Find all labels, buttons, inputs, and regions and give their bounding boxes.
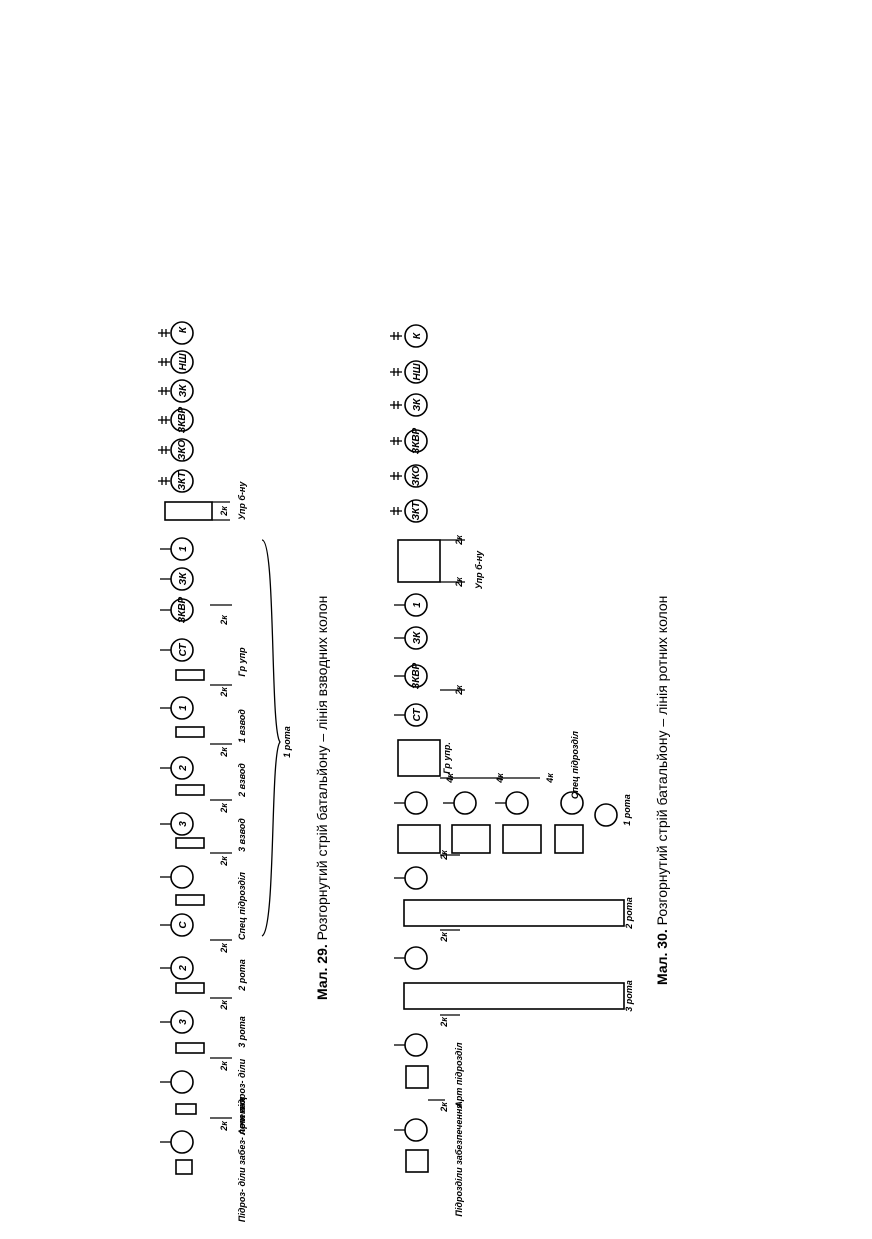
- fig30-command-vehicles: К НШ ЗК ЗКВР ЗКО: [390, 324, 428, 523]
- label-vzvod3: 3 взвод: [237, 818, 247, 852]
- fig29-platoon-circles: 1 ЗК ЗКВР СТ 1 2 3 С 2 3: [160, 537, 194, 1154]
- fig29-spacing-marks: 2к 2к 2к 2к 2к 2к 2к 2к 2к: [210, 604, 232, 1132]
- svg-text:2к: 2к: [439, 932, 449, 943]
- svg-text:2к: 2к: [454, 577, 464, 588]
- svg-text:СТ: СТ: [412, 708, 423, 722]
- svg-text:ЗКВР: ЗКВР: [177, 596, 188, 623]
- svg-text:СТ: СТ: [178, 643, 189, 657]
- svg-text:ЗКТ: ЗКТ: [177, 471, 188, 491]
- svg-text:2к: 2к: [219, 803, 229, 814]
- label-gr-upr: Гр упр: [237, 647, 247, 677]
- svg-text:2к: 2к: [439, 850, 449, 861]
- svg-text:2к: 2к: [219, 1000, 229, 1011]
- fig30-upr-unit: 2к 2к Упр б-ну: [397, 535, 484, 589]
- svg-text:2к: 2к: [219, 856, 229, 867]
- svg-text:1: 1: [178, 546, 189, 552]
- svg-text:Підрозділи забезпечення: Підрозділи забезпечення: [454, 1103, 464, 1217]
- label-rota2: 2 рота: [237, 959, 247, 992]
- vehicle-zko: ЗКО: [158, 438, 194, 462]
- svg-text:ЗКО: ЗКО: [411, 466, 422, 486]
- label-rota1: 1 рота: [282, 726, 292, 758]
- svg-text:2: 2: [178, 965, 189, 972]
- svg-text:4к: 4к: [495, 773, 505, 784]
- svg-text:2к: 2к: [454, 535, 464, 546]
- label-zabezp: Підроз- діли забез- печення: [237, 1097, 247, 1222]
- svg-text:3: 3: [178, 821, 189, 827]
- vehicle-zkvr: ЗКВР: [390, 427, 428, 454]
- svg-text:НШ: НШ: [178, 353, 189, 370]
- svg-text:К: К: [412, 332, 423, 339]
- svg-text:Арт підрозділ: Арт підрозділ: [454, 1042, 464, 1109]
- svg-text:2к: 2к: [219, 1061, 229, 1072]
- svg-text:2к: 2к: [439, 1102, 449, 1113]
- fig29-brace: [261, 539, 281, 937]
- svg-text:ЗК: ЗК: [178, 572, 189, 585]
- svg-text:4к: 4к: [445, 773, 455, 784]
- label-vzvod2: 2 взвод: [237, 763, 247, 798]
- svg-text:ЗК: ЗК: [412, 398, 423, 411]
- svg-text:2к: 2к: [219, 687, 229, 698]
- svg-text:ЗК: ЗК: [412, 631, 423, 644]
- svg-text:ЗК: ЗК: [178, 384, 189, 397]
- svg-text:3: 3: [178, 1019, 189, 1025]
- svg-text:ЗКВР: ЗКВР: [411, 662, 422, 689]
- svg-text:Спец підрозділ: Спец підрозділ: [570, 731, 580, 799]
- svg-text:2: 2: [178, 765, 189, 772]
- vehicle-k: К: [390, 324, 428, 348]
- label-art: Арт підроз- діли: [237, 1058, 247, 1136]
- svg-text:2к: 2к: [219, 747, 229, 758]
- label-vzvod1: 1 взвод: [237, 709, 247, 743]
- svg-text:ЗКВР: ЗКВР: [411, 427, 422, 454]
- svg-text:НШ: НШ: [412, 363, 423, 380]
- vehicle-zk: ЗК: [158, 379, 194, 403]
- vehicle-zkvr: ЗКВР: [158, 406, 194, 433]
- vehicle-nsh: НШ: [390, 360, 428, 384]
- vehicle-zko: ЗКО: [390, 464, 428, 488]
- fig29-caption: Мал. 29. Розгорнутий стрій батальйону – …: [314, 596, 330, 1000]
- fig30-art-unit: Арт підрозділ 2к: [394, 1033, 464, 1113]
- svg-text:2к: 2к: [219, 1121, 229, 1132]
- fig30-company1: Гр упр. 4к 4к 4к Спец підрозділ 1 рота 2…: [394, 731, 632, 861]
- svg-text:1: 1: [178, 705, 189, 711]
- fig29-command-vehicles: К НШ ЗК ЗКВР ЗКО: [158, 321, 194, 493]
- svg-text:Гр упр.: Гр упр.: [442, 742, 452, 774]
- label-spec: Спец підрозділ: [237, 872, 247, 940]
- svg-text:2к: 2к: [219, 506, 229, 517]
- svg-text:1: 1: [412, 602, 423, 608]
- svg-text:2 рота: 2 рота: [624, 897, 634, 930]
- svg-text:Упр б-ну: Упр б-ну: [474, 550, 484, 589]
- fig30-company-circles: 1 ЗК ЗКВР СТ 2к: [394, 593, 465, 727]
- fig30-company2: 2 рота 2к: [394, 866, 634, 943]
- svg-text:2к: 2к: [219, 943, 229, 954]
- svg-text:К: К: [178, 326, 189, 333]
- svg-text:Упр б-ну: Упр б-ну: [237, 481, 247, 520]
- fig29-vehicle-rects: [175, 669, 205, 1175]
- vehicle-nsh: НШ: [158, 350, 194, 374]
- fig29-unit-labels: Гр упр 1 взвод 2 взвод 3 взвод Спец підр…: [237, 647, 292, 1222]
- svg-text:2к: 2к: [454, 685, 464, 696]
- vehicle-k: К: [158, 321, 194, 345]
- figure-30: Мал. 30. Розгорнутий стрій батальйону – …: [390, 324, 670, 1217]
- fig30-company3: 3 рота 2к: [394, 946, 634, 1028]
- label-rota3: 3 рота: [237, 1016, 247, 1048]
- svg-text:3 рота: 3 рота: [624, 980, 634, 1012]
- vehicle-zkt: ЗКТ: [158, 469, 194, 493]
- svg-text:ЗКТ: ЗКТ: [411, 501, 422, 521]
- svg-text:ЗКО: ЗКО: [177, 440, 188, 460]
- svg-text:2к: 2к: [439, 1017, 449, 1028]
- figure-29: Мал. 29. Розгорнутий стрій батальйону – …: [158, 321, 330, 1222]
- svg-text:ЗКВР: ЗКВР: [177, 406, 188, 433]
- svg-text:С: С: [178, 921, 189, 929]
- fig30-caption: Мал. 30. Розгорнутий стрій батальйону – …: [654, 596, 670, 985]
- svg-text:4к: 4к: [545, 773, 555, 784]
- svg-text:2к: 2к: [219, 615, 229, 626]
- vehicle-zk: ЗК: [390, 393, 428, 417]
- vehicle-zkt: ЗКТ: [390, 499, 428, 523]
- fig29-upr-unit: 2к Упр б-ну: [164, 481, 247, 521]
- fig30-zabezp-unit: Підрозділи забезпечення: [394, 1103, 464, 1217]
- svg-text:1 рота: 1 рота: [622, 794, 632, 826]
